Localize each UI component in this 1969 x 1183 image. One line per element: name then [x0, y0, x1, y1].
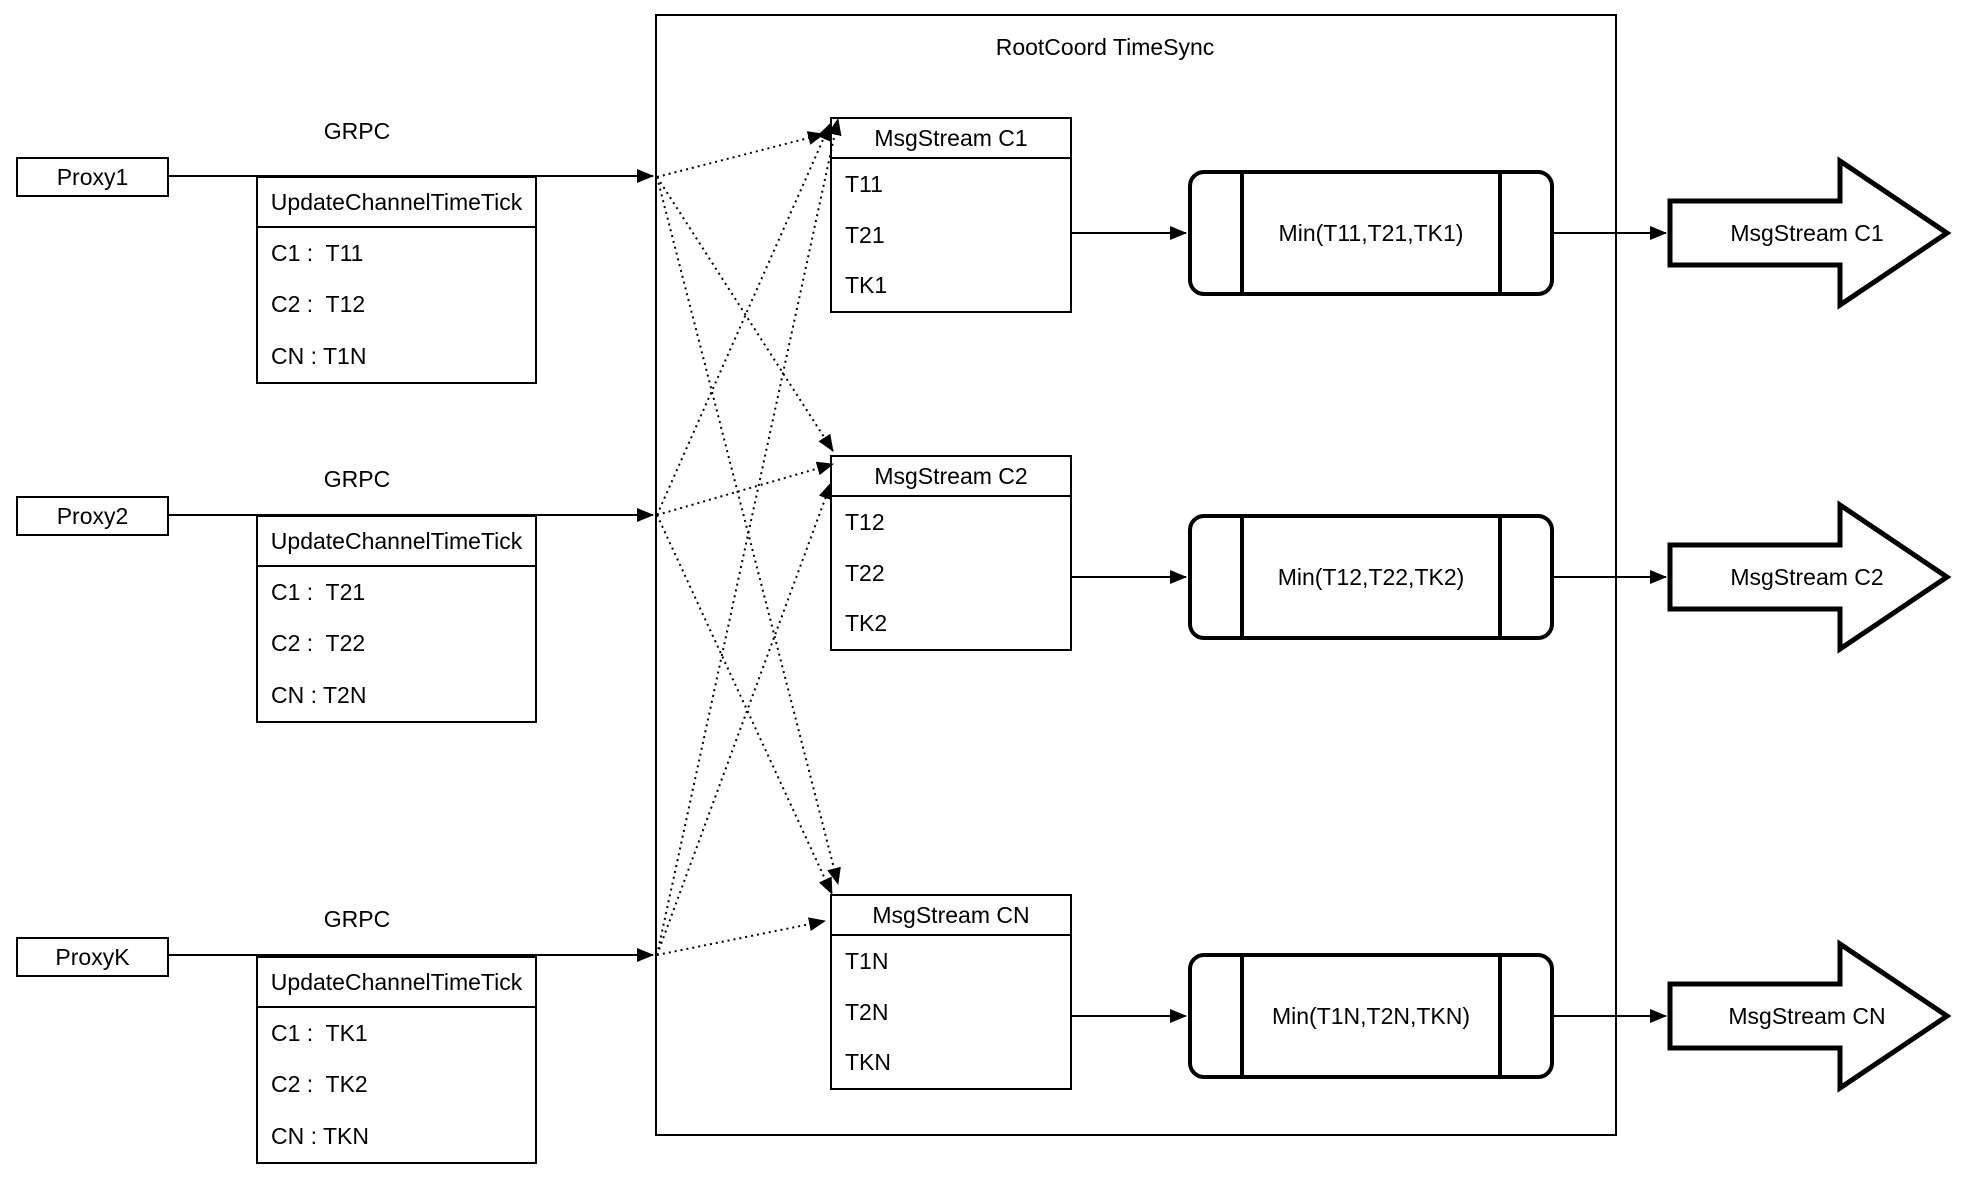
update-table-2-header: UpdateChannelTimeTick	[258, 517, 535, 567]
update-table-3: UpdateChannelTimeTick C1 : TK1 C2 : TK2 …	[256, 956, 537, 1164]
output-arrow-label-cn: MsgStream CN	[1728, 1003, 1886, 1029]
tick-row: T1N	[845, 947, 889, 974]
update-table-1-row: C2 : T12	[271, 291, 366, 318]
output-arrow-shapes	[1667, 156, 1952, 1093]
output-arrow-label-c2: MsgStream C2	[1730, 564, 1884, 590]
tick-row: TK2	[845, 610, 888, 637]
min-label-c1: Min(T11,T21,TK1)	[1278, 220, 1464, 246]
update-table-2: UpdateChannelTimeTick C1 : T21 C2 : T22 …	[256, 515, 537, 723]
rootcoord-title: RootCoord TimeSync	[995, 34, 1215, 60]
tick-row: TK1	[845, 272, 888, 299]
tick-row: T2N	[845, 998, 889, 1025]
update-table-3-header: UpdateChannelTimeTick	[258, 958, 535, 1008]
proxyk-label: ProxyK	[55, 943, 130, 970]
proxy2-box: Proxy2	[16, 496, 169, 536]
update-table-2-row: C1 : T21	[271, 579, 366, 606]
update-table-3-row: CN : TKN	[271, 1122, 369, 1149]
min-label-c2: Min(T12,T22,TK2)	[1277, 564, 1465, 590]
update-table-1-row: CN : T1N	[271, 342, 367, 369]
msgstream-table-c2-header: MsgStream C2	[832, 457, 1070, 497]
update-table-1: UpdateChannelTimeTick C1 : T11 C2 : T12 …	[256, 176, 537, 384]
tick-row: T11	[845, 170, 883, 197]
proxy1-label: Proxy1	[56, 163, 129, 190]
update-table-1-row: C1 : T11	[271, 240, 364, 267]
msgstream-table-c2: MsgStream C2 T12 T22 TK2	[830, 455, 1072, 651]
msgstream-table-c1-header: MsgStream C1	[832, 119, 1070, 159]
update-table-1-header: UpdateChannelTimeTick	[258, 178, 535, 228]
msgstream-table-cn: MsgStream CN T1N T2N TKN	[830, 894, 1072, 1090]
tick-row: T21	[845, 221, 885, 248]
grpc-label-2: GRPC	[323, 466, 391, 492]
grpc-label-1: GRPC	[323, 118, 391, 144]
grpc-label-3: GRPC	[323, 906, 391, 932]
proxy1-box: Proxy1	[16, 157, 169, 197]
msgstream-table-c1: MsgStream C1 T11 T21 TK1	[830, 117, 1072, 313]
update-table-3-row: C2 : TK2	[271, 1071, 368, 1098]
proxy2-label: Proxy2	[56, 502, 129, 529]
output-arrow-label-c1: MsgStream C1	[1730, 220, 1884, 246]
msgstream-table-cn-header: MsgStream CN	[832, 896, 1070, 936]
tick-row: T22	[845, 559, 885, 586]
update-table-2-row: CN : T2N	[271, 681, 367, 708]
min-label-cn: Min(T1N,T2N,TKN)	[1271, 1003, 1471, 1029]
update-table-3-row: C1 : TK1	[271, 1020, 368, 1047]
tick-row: T12	[845, 508, 885, 535]
proxyk-box: ProxyK	[16, 937, 169, 977]
tick-row: TKN	[845, 1049, 891, 1076]
update-table-2-row: C2 : T22	[271, 630, 366, 657]
